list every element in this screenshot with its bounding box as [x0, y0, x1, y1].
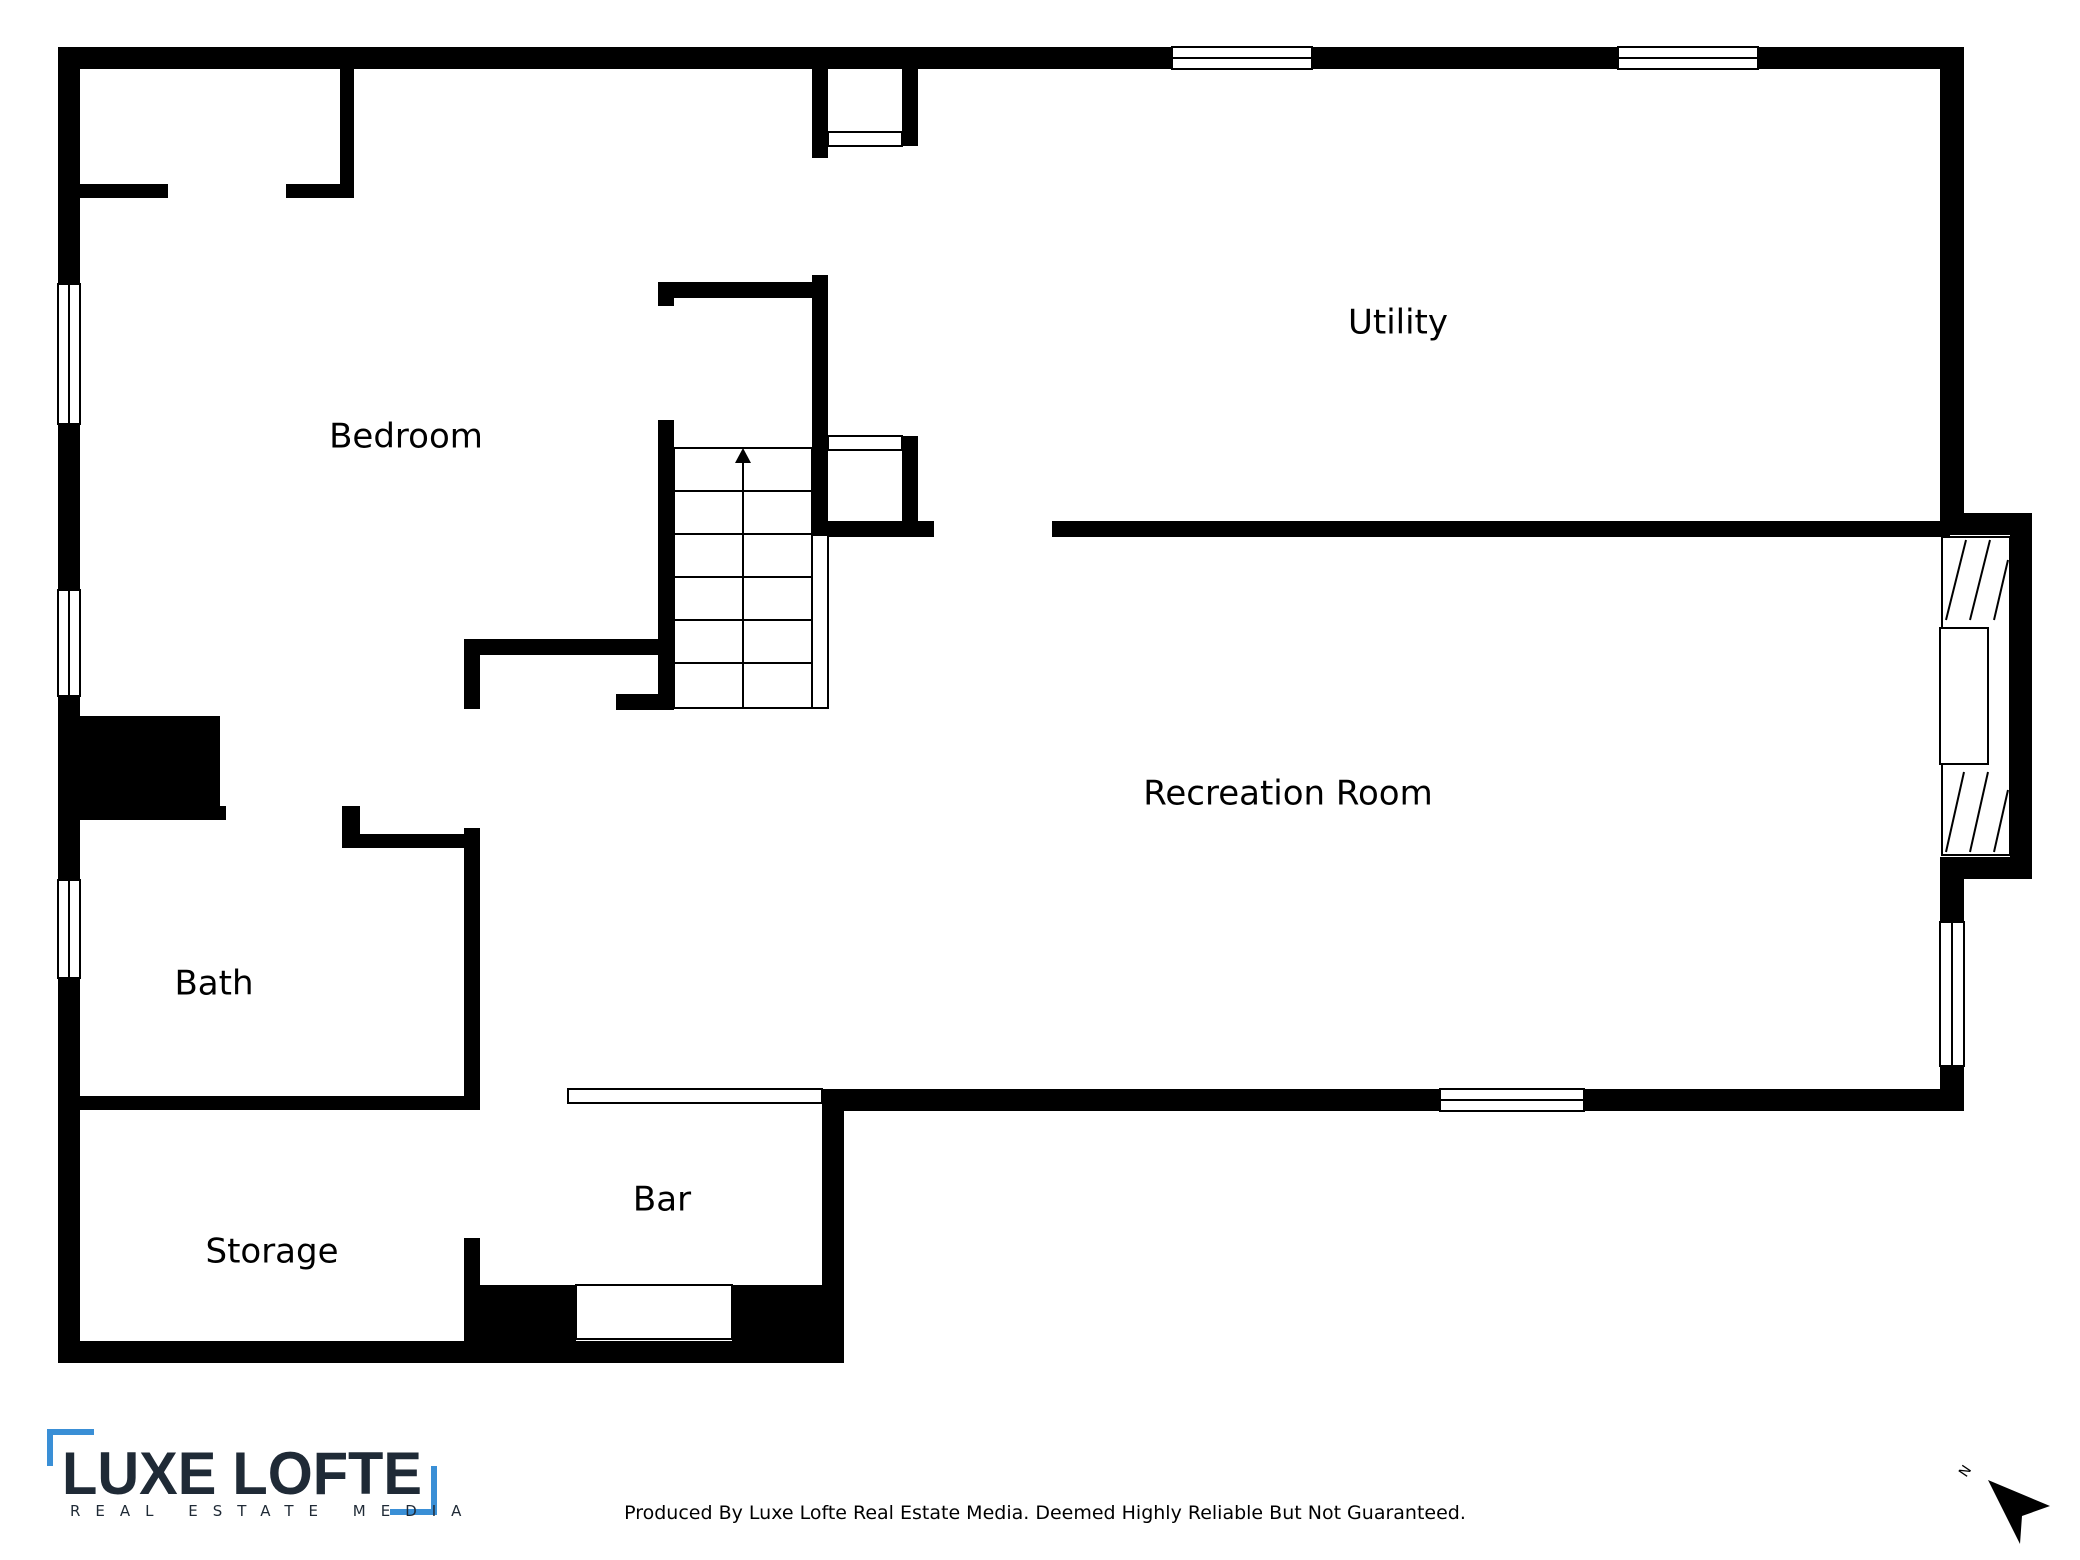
label-utility: Utility	[1348, 303, 1448, 343]
stair-left-wall-upper	[658, 282, 674, 306]
hall-wall-b	[902, 60, 918, 146]
hall-wall-c	[812, 275, 828, 531]
closet-right-wall	[340, 60, 354, 198]
fireplace-bottom	[1940, 857, 2032, 879]
stair-direction-arrow-icon	[735, 448, 751, 463]
hall-left-door	[464, 709, 480, 828]
logo-bracket-top-left	[47, 1429, 94, 1466]
hall-short-wall	[616, 694, 674, 710]
hall-door	[490, 694, 616, 710]
bedroom-hall-wall-h	[464, 639, 674, 655]
logo-subtitle: REAL ESTATE MEDIA	[70, 1502, 476, 1520]
wall-right-upper	[1940, 47, 1964, 527]
bar-counter	[567, 1088, 823, 1104]
closet-door	[168, 184, 286, 198]
stair-top-wall	[658, 282, 828, 298]
room-labels: Bedroom Utility Recreation Room Bath Sto…	[174, 303, 1448, 1272]
bath-top-wall	[70, 806, 226, 820]
label-bar: Bar	[633, 1180, 691, 1220]
compass-label: N	[1956, 1463, 1975, 1481]
logo: LUXE LOFTE REAL ESTATE MEDIA	[47, 1429, 476, 1520]
bedroom-hall-wall-v	[464, 639, 480, 709]
wall-left	[58, 47, 80, 1363]
wall-bottom-left	[58, 1341, 844, 1363]
bath-bottom-wall	[70, 1096, 480, 1110]
small-closet-right	[902, 436, 918, 532]
logo-bracket-bottom-right	[390, 1466, 437, 1515]
utility-divider	[1052, 521, 1950, 537]
label-bath: Bath	[174, 964, 253, 1004]
label-storage: Storage	[205, 1232, 338, 1272]
stair-rail	[811, 534, 829, 709]
fireplace-right	[2010, 513, 2032, 879]
wall-top	[58, 47, 1964, 69]
stair-bedroom-door	[658, 306, 674, 420]
bar-counter-right	[732, 1285, 832, 1355]
north-arrow-icon: N	[1956, 1463, 2050, 1544]
wall-bottom-rec	[822, 1089, 1964, 1111]
interior-walls	[70, 60, 1950, 1358]
small-closet-opening	[827, 435, 903, 451]
staircase	[673, 447, 829, 709]
disclaimer: Produced By Luxe Lofte Real Estate Media…	[624, 1502, 1466, 1524]
upper-closet-opening	[827, 131, 903, 147]
bar-window	[575, 1284, 733, 1340]
storage-door	[464, 1124, 480, 1238]
hall-wall-a	[812, 60, 828, 158]
door-openings	[168, 131, 903, 1238]
fireplace-firebox	[1939, 627, 1989, 765]
stair-left-wall	[658, 420, 674, 708]
fireplace	[1939, 536, 2011, 856]
small-closet-bottom	[812, 521, 934, 537]
fireplace-top	[1940, 513, 2032, 535]
bath-top-wall-right	[342, 834, 480, 848]
chimney-block	[70, 716, 220, 820]
compass-arrow	[1988, 1480, 2050, 1544]
label-recreation-room: Recreation Room	[1143, 774, 1432, 814]
logo-name: LUXE LOFTE	[62, 1440, 422, 1507]
label-bedroom: Bedroom	[329, 417, 483, 457]
bar-counter-left	[464, 1285, 576, 1355]
bath-right-wall	[464, 828, 480, 1100]
windows	[57, 46, 1965, 1340]
exterior-walls	[58, 47, 2032, 1363]
